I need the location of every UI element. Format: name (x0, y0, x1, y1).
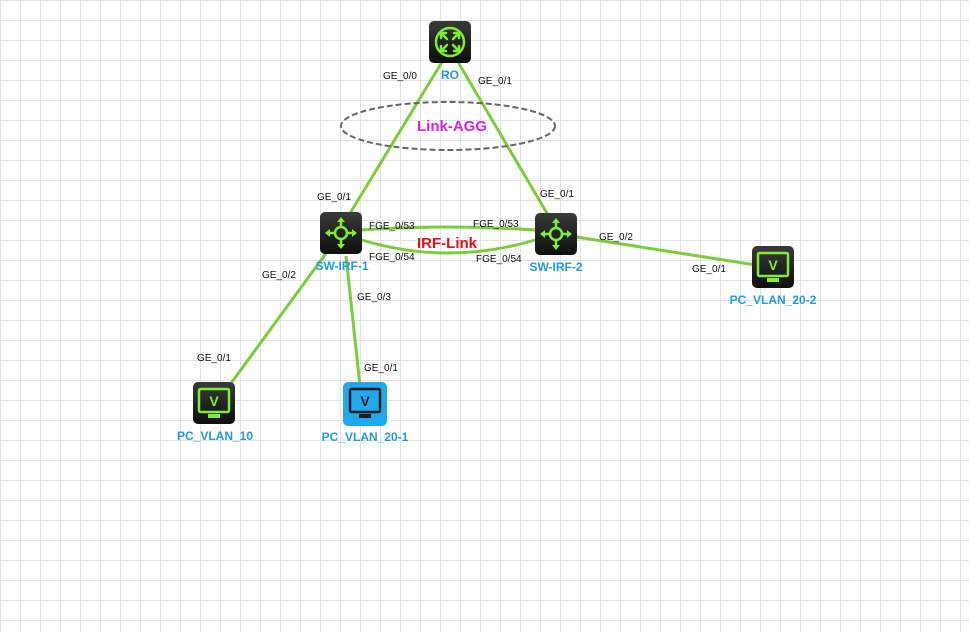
port-sw2-ge01: GE_0/1 (540, 189, 574, 200)
switch-sw-irf-2[interactable] (535, 213, 577, 255)
irf-link-label: IRF-Link (417, 235, 478, 252)
port-ro-ge01: GE_0/1 (478, 76, 512, 87)
port-sw1-ge01: GE_0/1 (317, 192, 351, 203)
link-ro-sw1[interactable] (347, 61, 444, 216)
router-icon (434, 26, 466, 58)
port-sw2-ge02: GE_0/2 (599, 232, 633, 243)
link-irf-fge53[interactable] (361, 225, 536, 232)
svg-text:V: V (768, 257, 778, 273)
switch-1-name: SW-IRF-1 (315, 259, 368, 273)
svg-text:V: V (209, 393, 219, 409)
router-ro[interactable] (429, 21, 471, 63)
pc-icon: V (756, 251, 790, 282)
link-agg-label: Link-AGG (417, 118, 487, 135)
link-ro-sw2[interactable] (456, 61, 550, 216)
router-name: RO (441, 68, 459, 82)
port-sw1-ge02: GE_0/2 (262, 270, 296, 281)
link-sw1-pc20-1[interactable] (344, 255, 362, 387)
link-agg-ellipse (340, 101, 556, 151)
pc-20-2-name: PC_VLAN_20-2 (730, 293, 817, 307)
link-sw2-pc20-2[interactable] (569, 234, 757, 267)
pc-10-name: PC_VLAN_10 (177, 429, 253, 443)
port-ro-ge00: GE_0/0 (383, 71, 417, 82)
switch-sw-irf-1[interactable] (320, 212, 362, 254)
pc-vlan-10[interactable]: V (193, 382, 235, 424)
port-sw1-fge54: FGE_0/54 (369, 252, 415, 263)
port-sw1-fge53: FGE_0/53 (369, 221, 415, 232)
link-sw1-pc10[interactable] (227, 251, 329, 387)
pc-vlan-20-2[interactable]: V (752, 246, 794, 288)
port-pc20-1-ge01: GE_0/1 (364, 363, 398, 374)
port-pc10-ge01: GE_0/1 (197, 353, 231, 364)
link-irf-fge54[interactable] (361, 238, 536, 255)
port-sw2-fge53: FGE_0/53 (473, 219, 519, 230)
switch-2-name: SW-IRF-2 (529, 260, 582, 274)
l3-switch-icon (325, 217, 357, 249)
svg-text:V: V (360, 393, 370, 409)
pc-vlan-20-1[interactable]: V (343, 382, 387, 426)
l3-switch-icon (540, 218, 572, 250)
links (227, 61, 757, 387)
port-pc20-2-ge01: GE_0/1 (692, 264, 726, 275)
pc-icon: V (348, 387, 382, 418)
pc-icon: V (197, 387, 231, 418)
pc-20-1-name: PC_VLAN_20-1 (322, 430, 409, 444)
port-sw1-ge03: GE_0/3 (357, 292, 391, 303)
port-sw2-fge54: FGE_0/54 (476, 254, 522, 265)
